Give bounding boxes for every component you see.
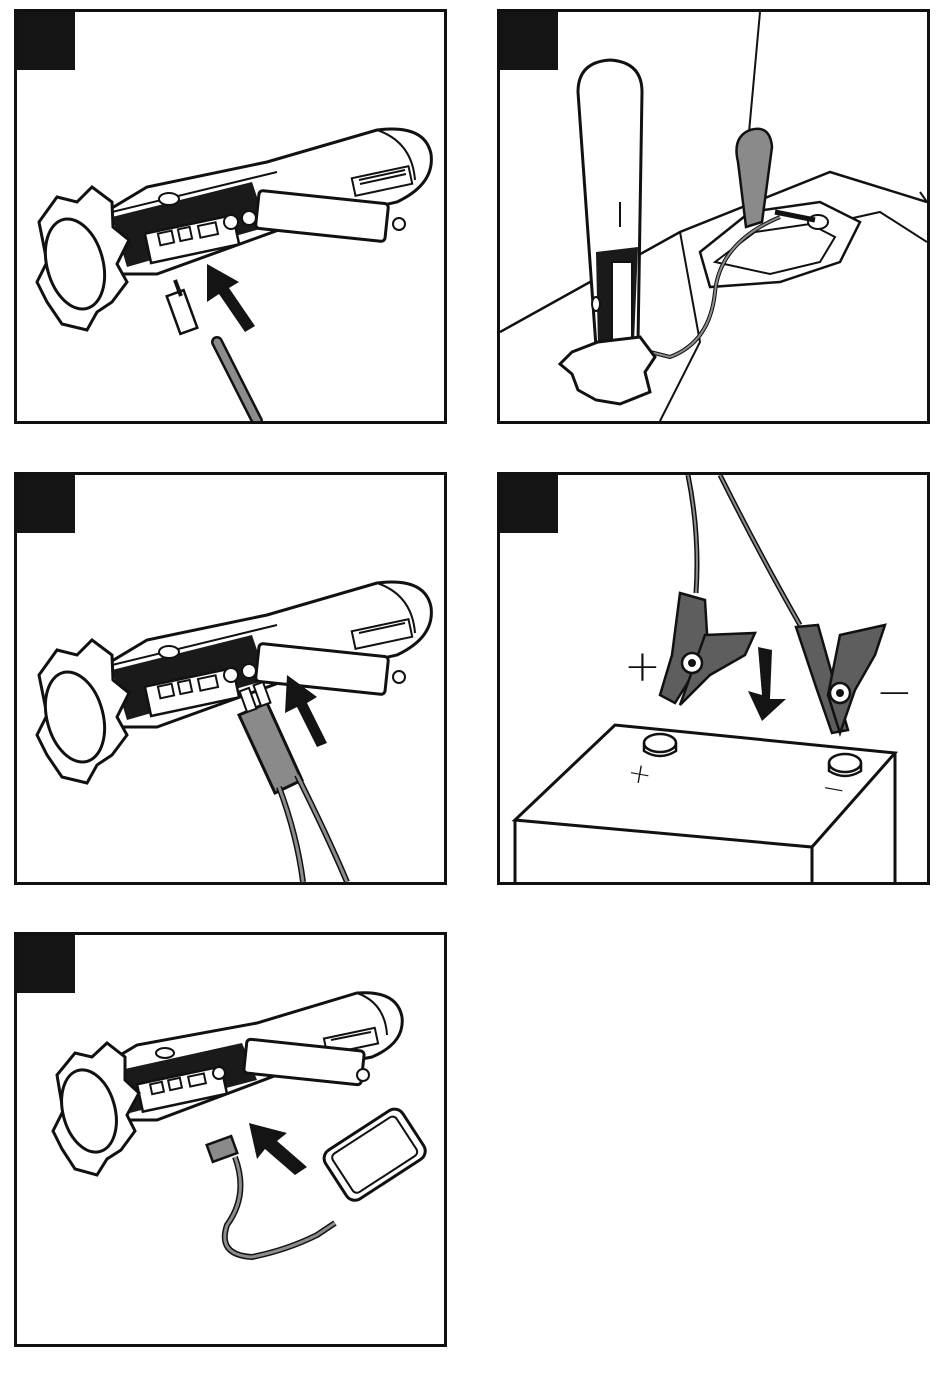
jump-starter-clamp-connector-illustration: [17, 475, 444, 882]
panel-2: [497, 9, 930, 424]
negative-terminal-label: −: [820, 773, 848, 805]
battery-clamps-illustration: [500, 475, 927, 882]
down-arrow: [748, 647, 786, 721]
usb-charging-illustration: [17, 935, 444, 1344]
negative-clamp: [796, 625, 885, 733]
car-console-illustration: [500, 12, 927, 421]
clamp-connector: [239, 703, 302, 793]
panel-5: [14, 932, 447, 1347]
panel-4: + − + −: [497, 472, 930, 885]
smartphone: [320, 1105, 429, 1204]
positive-clamp: [660, 593, 755, 705]
positive-clamp-label: +: [624, 645, 661, 689]
jump-starter-illustration: [17, 12, 444, 421]
positive-terminal-label: +: [626, 758, 654, 790]
panel-1: [14, 9, 447, 424]
insert-arrow: [207, 264, 255, 332]
negative-clamp-label: −: [876, 671, 913, 715]
insert-arrow: [249, 1123, 307, 1175]
panel-3: [14, 472, 447, 885]
